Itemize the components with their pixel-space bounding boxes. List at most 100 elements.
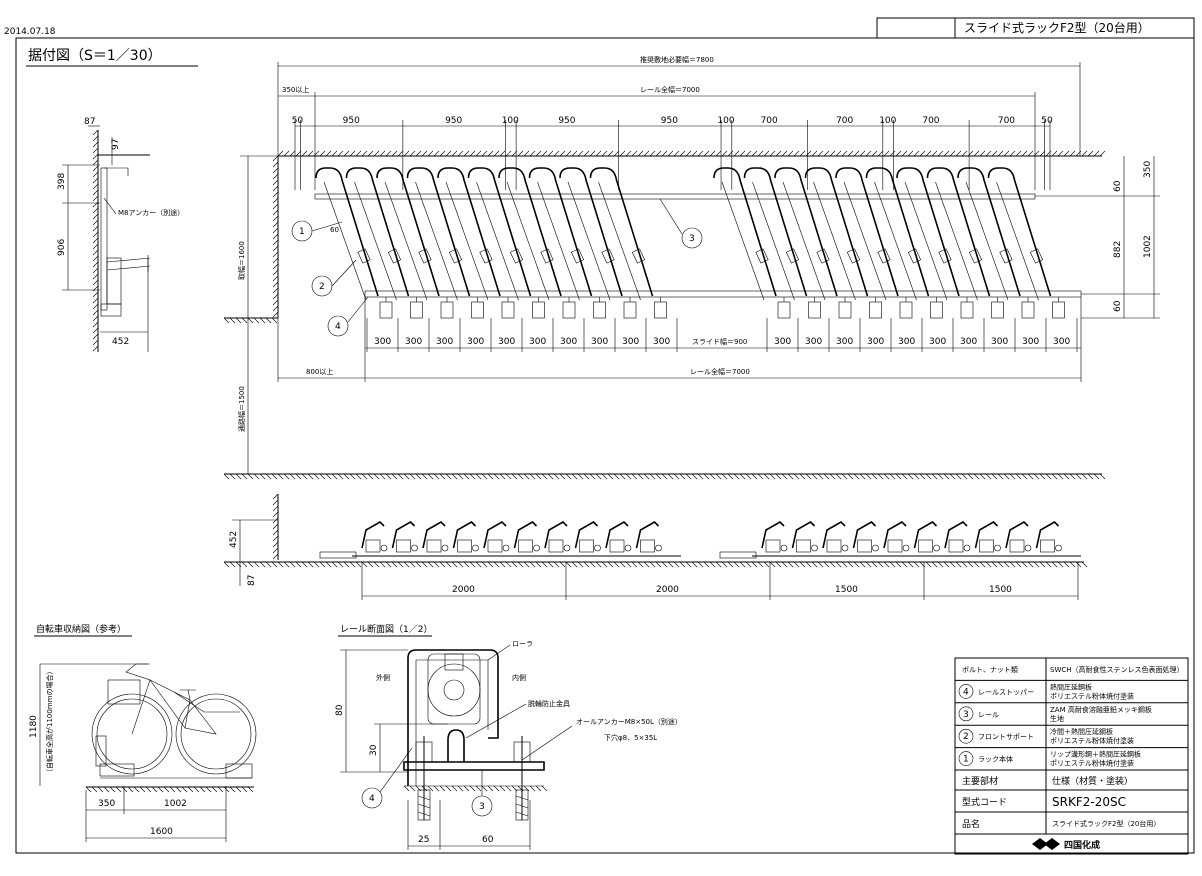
aisle-hatch xyxy=(223,473,1106,480)
segment-dim-7: 700 xyxy=(761,116,778,126)
rail-label-outer: 外側 xyxy=(376,673,390,682)
aisle-hatch-stroke xyxy=(751,473,758,480)
front-floor-hatch-stroke xyxy=(865,561,872,568)
rack-arm-right-0 xyxy=(713,167,777,297)
segment-dim-5: 950 xyxy=(661,116,678,126)
wall-hatch-stroke xyxy=(439,150,446,157)
aisle-hatch-stroke xyxy=(697,473,704,480)
front-span-2: 1500 xyxy=(835,585,858,595)
front-floor-hatch-stroke xyxy=(841,561,848,568)
plan-wall-hatch xyxy=(272,150,1106,318)
aisle-hatch-stroke xyxy=(805,473,812,480)
front-floor-hatch-stroke xyxy=(709,561,716,568)
front-floor-hatch-stroke xyxy=(271,561,278,568)
wall-hatch-stroke xyxy=(541,150,548,157)
wall-hatch-stroke xyxy=(397,150,404,157)
floor-hatch-stroke xyxy=(271,317,278,324)
front-arm-right-7 xyxy=(974,521,999,549)
segment-dim-4: 950 xyxy=(558,116,575,126)
front-roller-left-7 xyxy=(594,544,601,552)
wall-hatch-stroke xyxy=(949,150,956,157)
front-roller-right-8 xyxy=(1024,544,1032,552)
rail-view-title: レール断面図（1／2） xyxy=(340,623,432,635)
spec-row-spec-3: 冷間＋熱間圧延鋼板 xyxy=(1050,727,1113,736)
wall-hatch-stroke xyxy=(811,150,818,157)
front-floor-hatch-stroke xyxy=(907,561,914,568)
spec-row-name-3: フロントサポート xyxy=(978,733,1034,741)
spec-row-name-1: レールストッパー xyxy=(978,688,1034,696)
front-floor-hatch-stroke xyxy=(499,561,506,568)
front-floor-hatch-stroke xyxy=(541,561,548,568)
aisle-hatch-stroke xyxy=(889,473,896,480)
front-roller-right-4 xyxy=(902,544,910,552)
aisle-hatch-stroke xyxy=(847,473,854,480)
front-floor-hatch-stroke xyxy=(589,561,596,568)
aisle-hatch-stroke xyxy=(1021,473,1028,480)
rail-floor-hatch-stroke xyxy=(505,785,512,792)
spec-table-frame xyxy=(954,657,1189,855)
wall-hatch-stroke xyxy=(457,150,464,157)
plan-wall-hatch-stroke xyxy=(272,233,279,240)
side-wall-hatch-stroke xyxy=(92,231,99,238)
aisle-hatch-stroke xyxy=(769,473,776,480)
front-floor-hatch-stroke xyxy=(649,561,656,568)
wall-hatch-stroke xyxy=(307,150,314,157)
stopper-right-6 xyxy=(960,301,974,319)
rack-arm-inner-left-8 xyxy=(567,181,611,301)
wall-hatch-stroke xyxy=(703,150,710,157)
rack-arm-left-7 xyxy=(528,167,593,297)
bike-floor-hatch-stroke xyxy=(145,786,152,793)
wall-hatch-stroke xyxy=(619,150,626,157)
rack-arm-left-3 xyxy=(406,167,471,297)
aisle-hatch-stroke xyxy=(997,473,1004,480)
aisle-hatch-stroke xyxy=(1009,473,1016,480)
side-wall-hatch-stroke xyxy=(92,219,99,226)
spec-row-no-circle-4 xyxy=(958,751,974,766)
front-arm-right-5 xyxy=(913,521,938,549)
rail-floor-hatch-stroke xyxy=(499,785,506,792)
front-floor-hatch-stroke xyxy=(511,561,518,568)
aisle-hatch-stroke xyxy=(931,473,938,480)
front-bracket-left-0 xyxy=(365,539,381,553)
anchor-thread-0-0 xyxy=(417,795,431,801)
front-floor-hatch-stroke xyxy=(289,561,296,568)
front-floor-hatch-stroke xyxy=(565,561,572,568)
aisle-hatch-stroke xyxy=(463,473,470,480)
wall-hatch-stroke xyxy=(787,150,794,157)
aisle-hatch-stroke xyxy=(781,473,788,480)
front-roller-left-1 xyxy=(411,544,418,552)
wall-hatch-stroke xyxy=(973,150,980,157)
front-roller-left-5 xyxy=(533,544,540,552)
spec-row-spec-0: SWCH（高耐食性ステンレス色表面処理） xyxy=(1050,665,1184,674)
side-wall-hatch-stroke xyxy=(92,315,99,322)
rail-label-inner: 内側 xyxy=(512,673,526,682)
aisle-hatch-stroke xyxy=(871,473,878,480)
front-floor-hatch-stroke xyxy=(661,561,668,568)
front-floor-hatch-stroke xyxy=(1045,561,1052,568)
front-arm-right-3 xyxy=(852,521,877,549)
front-span-0: 2000 xyxy=(452,585,475,595)
side-wall-hatch-stroke xyxy=(92,291,99,298)
aisle-hatch-stroke xyxy=(985,473,992,480)
bike-dim-1002: 1002 xyxy=(164,799,187,809)
aisle-hatch-stroke xyxy=(445,473,452,480)
front-floor-hatch-stroke xyxy=(1069,561,1076,568)
bike-rack-post xyxy=(95,735,107,767)
company-name: 四国化成 xyxy=(1064,839,1100,851)
front-wall-hatch-stroke xyxy=(272,517,279,524)
floor-hatch-stroke xyxy=(229,317,236,324)
plan-wall-hatch-stroke xyxy=(272,293,279,300)
wall-hatch-stroke xyxy=(667,150,674,157)
front-wall-hatch xyxy=(272,493,279,560)
aisle-hatch-stroke xyxy=(775,473,782,480)
rack-arm-inner-right-5 xyxy=(874,181,917,301)
segment-dim-8: 700 xyxy=(836,116,853,126)
aisle-width-label: 通路幅＝1500 xyxy=(237,386,246,432)
rack-arm-right-7 xyxy=(926,167,991,297)
bike-floor-hatch-stroke xyxy=(97,786,104,793)
aisle-hatch-stroke xyxy=(1003,473,1010,480)
aisle-hatch-stroke xyxy=(1039,473,1046,480)
aisle-hatch-stroke xyxy=(499,473,506,480)
wall-hatch-stroke xyxy=(1009,150,1016,157)
